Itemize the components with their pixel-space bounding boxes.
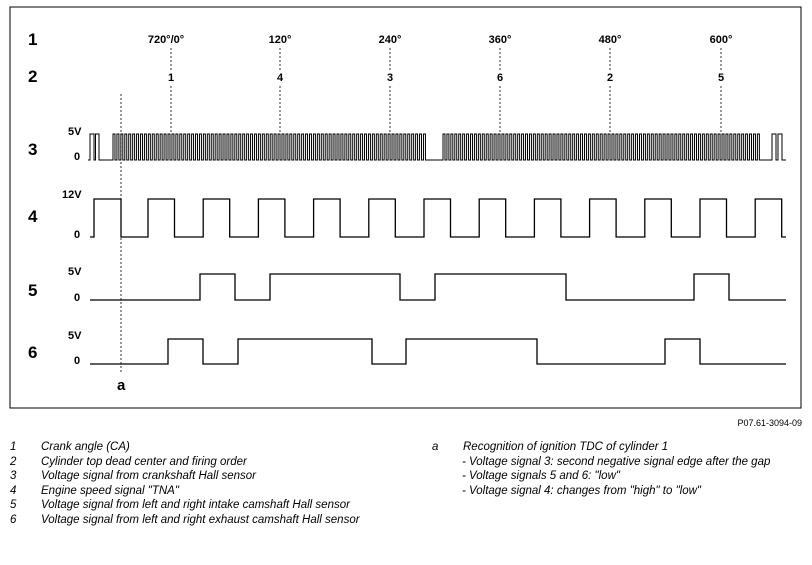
signal4-high-label: 12V — [62, 189, 82, 201]
legend-item-4: 4 Engine speed signal "TNA" — [10, 484, 370, 499]
signal6-high-label: 5V — [68, 330, 82, 342]
legend-key: a — [432, 441, 439, 453]
signal4-low-label: 0 — [74, 229, 80, 241]
legend-item-3: 3 Voltage signal from crankshaft Hall sen… — [10, 469, 370, 484]
intake-camshaft-signal-wave — [90, 273, 786, 301]
legend-item-6: 6 Voltage signal from left and right exha… — [10, 513, 370, 528]
crank-angle-600: 600° — [710, 34, 733, 46]
row-label-5: 5 — [28, 281, 37, 300]
crank-angle-480: 480° — [599, 34, 622, 46]
row-label-4: 4 — [28, 207, 38, 226]
marker-a-label: a — [117, 377, 126, 394]
legend-a-condition-1: - Voltage signal 3: second negative sign… — [462, 455, 771, 468]
legend-text: Voltage signal from left and right intak… — [41, 499, 350, 511]
row-label-3: 3 — [28, 140, 37, 159]
figure-reference: P07.61-3094-09 — [737, 418, 802, 428]
legend-item-2: 2 Cylinder top dead center and firing ord… — [10, 455, 370, 470]
row-label-2: 2 — [28, 67, 37, 86]
firing-order-1: 1 — [168, 72, 174, 84]
legend-a-condition-3: - Voltage signal 4: changes from "high" … — [462, 484, 702, 497]
legend-item-5: 5 Voltage signal from left and right inta… — [10, 498, 370, 513]
legend-a-condition-2: - Voltage signals 5 and 6: "low" — [462, 470, 620, 482]
crankshaft-signal-wave — [88, 133, 786, 161]
signal3-low-label: 0 — [74, 151, 80, 163]
legend-key: 2 — [10, 455, 17, 468]
legend-text: Voltage signal from left and right exhau… — [41, 513, 360, 526]
firing-order-5: 2 — [607, 72, 613, 84]
signal5-low-label: 0 — [74, 292, 80, 304]
exhaust-camshaft-signal-wave — [90, 338, 786, 365]
crank-angle-360: 360° — [489, 34, 512, 46]
legend-list: 1 Crank angle (CA) 2 Cylinder top dead cen… — [10, 440, 370, 527]
row-label-6: 6 — [28, 343, 37, 362]
legend-item-a: a Recognition of ignition TDC of cylinder… — [432, 440, 802, 455]
signal-timing-diagram: 1 2 3 4 5 6 720°/0° 120° 240° 360° 480° … — [9, 6, 802, 409]
legend-key: 1 — [10, 441, 17, 453]
diagram-frame — [9, 6, 802, 409]
legend-key: 6 — [10, 513, 17, 526]
legend-key: 5 — [10, 499, 17, 511]
crank-angle-120: 120° — [269, 34, 292, 46]
firing-order-2: 4 — [277, 72, 284, 84]
signal3-high-label: 5V — [68, 126, 82, 138]
firing-order-6: 5 — [718, 72, 724, 84]
legend-key: 4 — [10, 484, 17, 497]
engine-speed-signal-wave — [90, 198, 786, 238]
signal5-high-label: 5V — [68, 266, 82, 278]
row-label-1: 1 — [28, 30, 37, 49]
legend-text: Recognition of ignition TDC of cylinder … — [463, 441, 669, 453]
legend-text: Voltage signal from crankshaft Hall sens… — [41, 470, 256, 482]
legend-text: Cylinder top dead center and firing orde… — [41, 455, 247, 468]
legend-text: Engine speed signal "TNA" — [41, 484, 179, 497]
signal6-low-label: 0 — [74, 355, 80, 367]
legend-text: Crank angle (CA) — [41, 441, 130, 453]
tdc-guides — [170, 48, 722, 132]
legend-item-1: 1 Crank angle (CA) — [10, 440, 370, 455]
crank-angle-240: 240° — [379, 34, 402, 46]
legend-key: 3 — [10, 470, 17, 482]
crank-angle-0: 720°/0° — [148, 34, 184, 46]
legend-note-a: a Recognition of ignition TDC of cylinder… — [432, 440, 802, 498]
firing-order-3: 3 — [387, 72, 393, 84]
firing-order-4: 6 — [497, 72, 503, 84]
